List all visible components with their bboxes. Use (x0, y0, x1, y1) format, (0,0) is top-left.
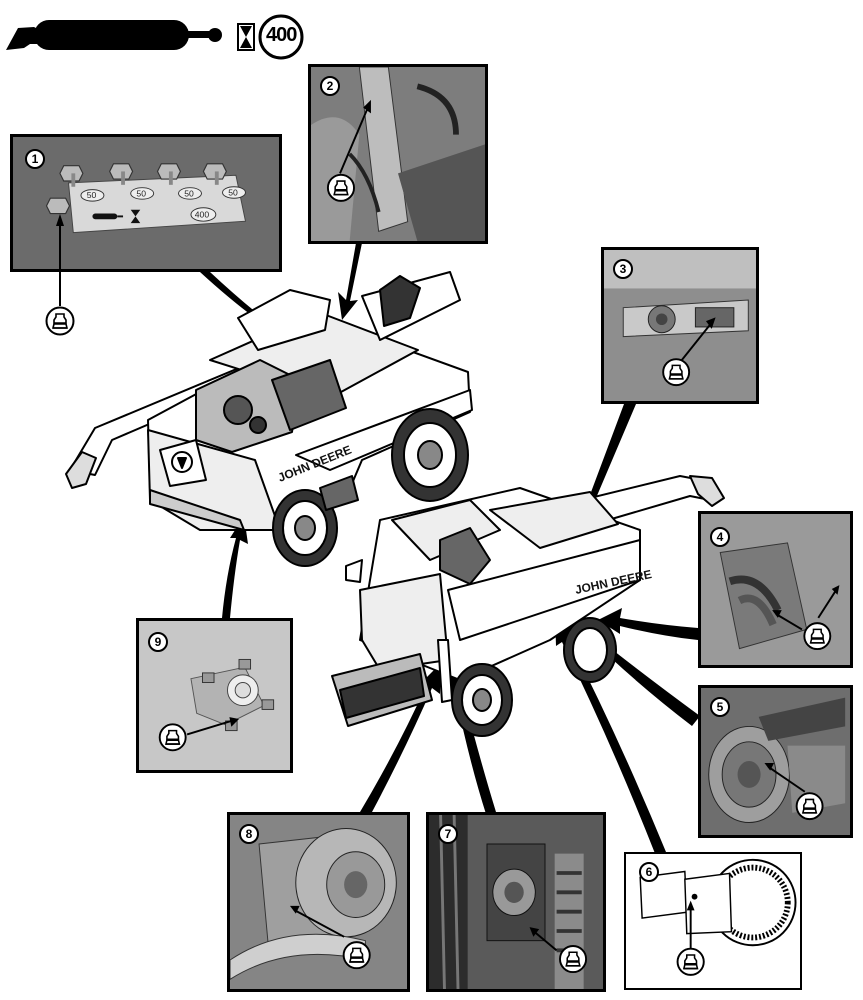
detail-panel-6: 6 (624, 852, 802, 990)
detail-panel-2: 2 (308, 64, 488, 244)
decal-label-3: 50 (184, 188, 194, 198)
detail-panel-7: 7 (426, 812, 606, 992)
detail-panel-9: 9 (136, 618, 293, 773)
panel-number: 4 (710, 527, 730, 547)
detail-panel-3: 3 (601, 247, 759, 404)
decal-hourglass-icon (130, 209, 141, 224)
interval-hours: 400 (266, 24, 297, 46)
panel-number: 7 (438, 824, 458, 844)
panel-number: 6 (639, 862, 659, 882)
panel-number: 9 (148, 632, 168, 652)
decal-label-2: 50 (136, 188, 146, 198)
panel-number: 2 (320, 76, 340, 96)
panel-9-photo (139, 621, 290, 770)
panel-number: 3 (613, 259, 633, 279)
combine-front-view: JOHN DEERE (331, 475, 725, 737)
panel-4-photo (701, 514, 850, 665)
interval-circle (258, 14, 304, 60)
panel-number: 5 (710, 697, 730, 717)
detail-panel-8: 8 (227, 812, 410, 992)
decal-label-1: 50 (87, 190, 97, 200)
decal-grease-gun-icon (92, 213, 124, 220)
grease-gun-icon (6, 20, 222, 50)
detail-panel-5: 5 (698, 685, 853, 838)
panel-8-photo (230, 815, 407, 989)
panel-3-photo (604, 250, 756, 401)
panel-number: 1 (25, 149, 45, 169)
detail-panel-4: 4 (698, 511, 853, 668)
panel-number: 8 (239, 824, 259, 844)
decal-label-4: 50 (228, 187, 238, 197)
decal-label-5: 400 (195, 209, 210, 219)
panel-7-photo (429, 815, 603, 989)
detail-panel-1: 50 50 50 50 400 1 (10, 134, 282, 272)
combine-rear-view: JOHN DEERE (65, 271, 473, 567)
hourglass-icon (237, 23, 255, 51)
panel-2-photo (311, 67, 485, 241)
panel-1-photo: 50 50 50 50 400 (45, 163, 247, 234)
